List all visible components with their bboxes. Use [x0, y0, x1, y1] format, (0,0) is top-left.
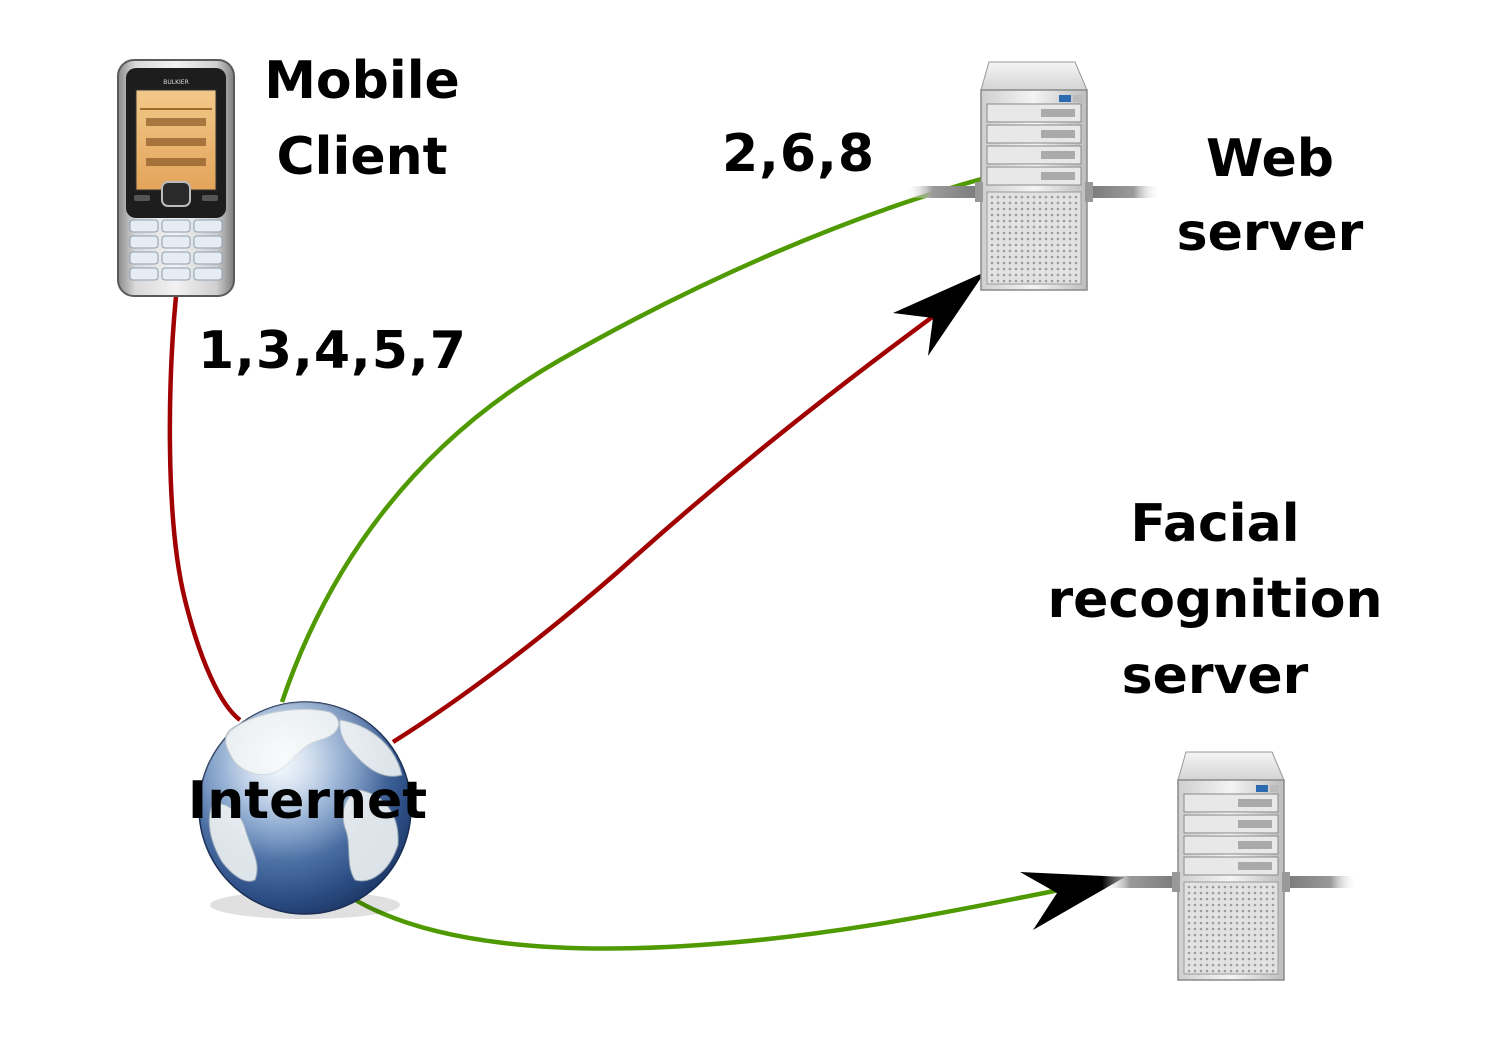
web-server-label-line2: server — [1176, 203, 1364, 263]
arrowhead-to-web-server — [893, 272, 985, 356]
web-server-label: Web server — [1160, 133, 1380, 259]
facial-server-label: Facial recognition server — [1030, 498, 1400, 702]
web-server-label-line1: Web — [1206, 129, 1334, 189]
internet-label: Internet — [187, 771, 428, 831]
facial-server-label-line2: recognition — [1047, 570, 1383, 630]
mobile-phone-icon: BULKIER — [117, 59, 235, 297]
internet-facial-link — [350, 885, 1071, 951]
web-internet-response-link — [279, 175, 986, 703]
internet-web-request-link — [391, 313, 937, 744]
server-tower-icon — [905, 61, 1160, 291]
svg-text:BULKIER: BULKIER — [163, 79, 189, 86]
mobile-client-label-line2: Client — [276, 127, 448, 187]
mobile-client-label-line1: Mobile — [264, 51, 460, 111]
mobile-link-label: 1,3,4,5,7 — [198, 321, 467, 381]
globe-icon — [198, 701, 412, 919]
facial-server-label-line3: server — [1121, 646, 1309, 706]
server-tower-icon — [1102, 751, 1357, 981]
arrowhead-to-facial-server — [1020, 872, 1125, 930]
web-link-label: 2,6,8 — [722, 124, 876, 184]
mobile-internet-link — [167, 295, 242, 722]
mobile-client-label: Mobile Client — [252, 55, 472, 183]
facial-server-label-line1: Facial — [1130, 494, 1300, 554]
